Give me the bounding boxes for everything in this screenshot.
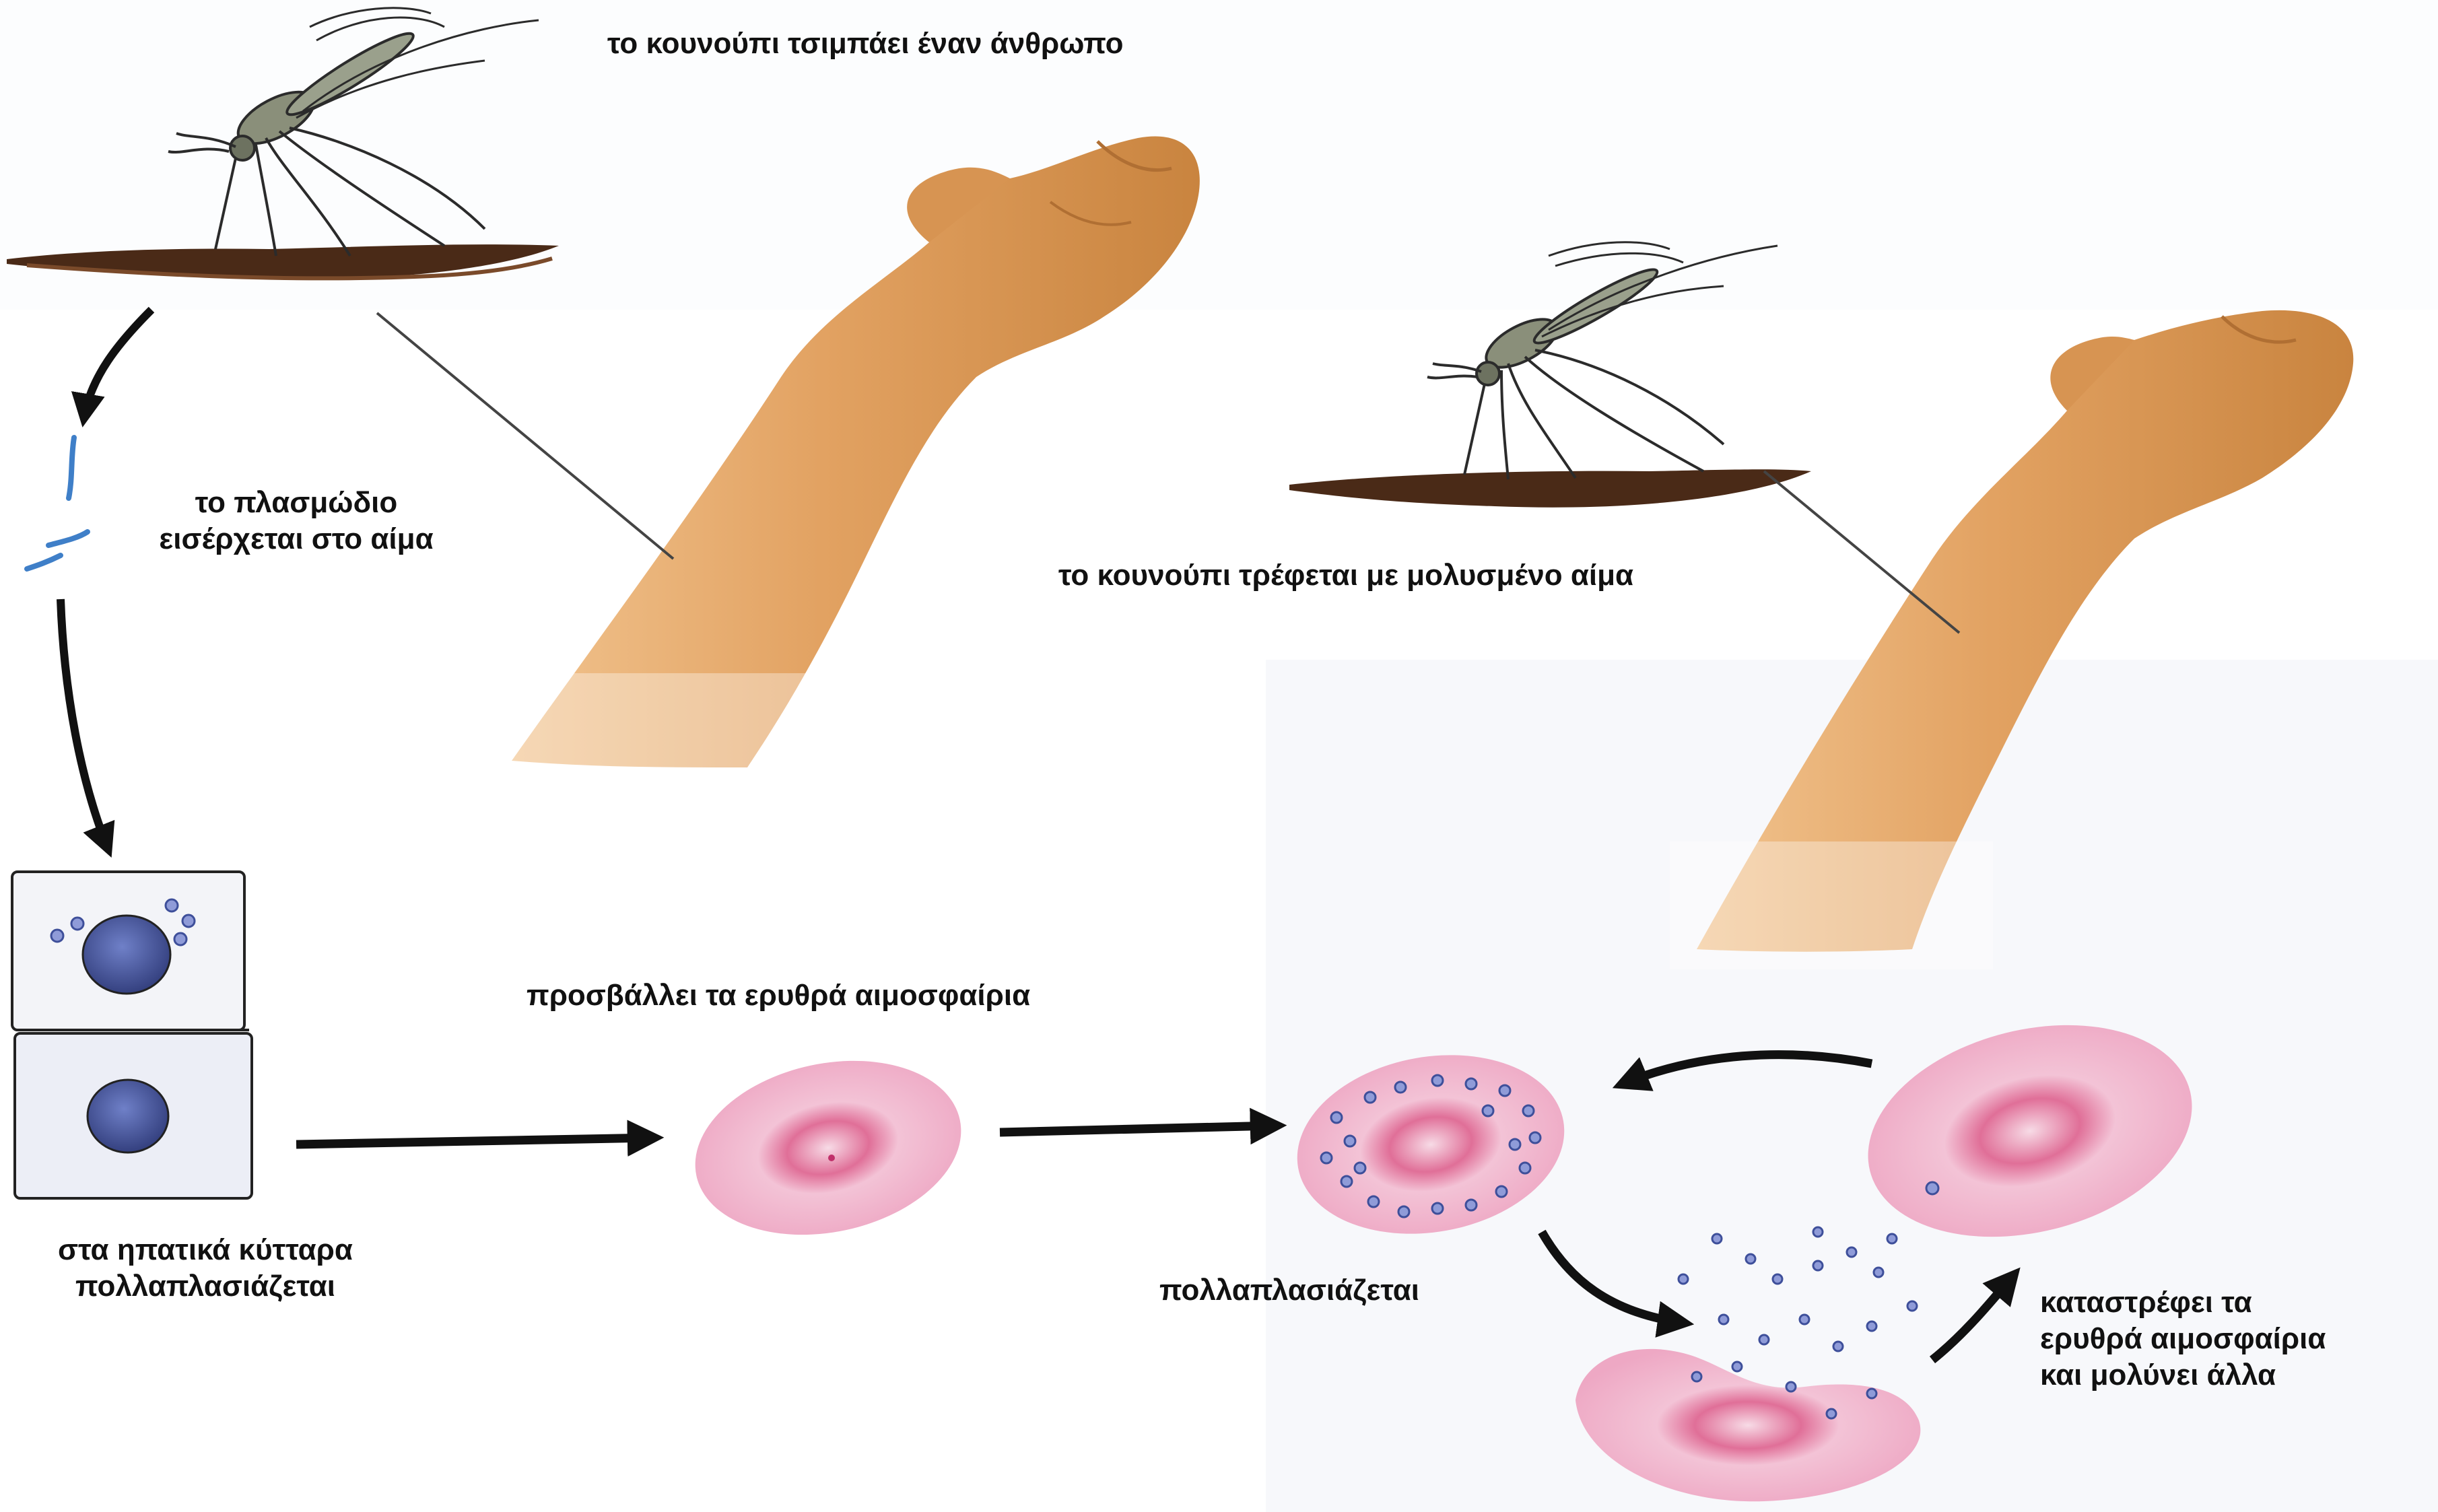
plasmodium-sporozoites [27,438,88,569]
label-liver-line1: στα ηπατικά κύτταρα [17,1232,394,1268]
label-plasmodium-enters: το πλασμώδιο εισέρχεται στο αίμα [94,485,498,557]
arrow-liver-to-rbc [296,1138,653,1144]
label-liver-line2: πολλαπλασιάζεται [17,1268,394,1305]
label-feeds-infected-blood: το κουνούπι τρέφεται με μολυσμένο αίμα [1058,557,1633,594]
skin-surface-right [1289,469,1811,507]
pointer-line-right [1764,471,1959,633]
liver-cells [12,872,252,1198]
label-plasmodium-enters-line1: το πλασμώδιο [94,485,498,521]
label-plasmodium-enters-line2: εισέρχεται στο αίμα [94,521,498,557]
label-destroys-line2: ερυθρά αιμοσφαίρια [2040,1321,2326,1357]
label-multiplies: πολλαπλασιάζεται [1159,1272,1419,1309]
label-liver-cells: στα ηπατικά κύτταρα πολλαπλασιάζεται [17,1232,394,1305]
label-destroys-line1: καταστρέφει τα [2040,1284,2326,1321]
label-destroys-line3: και μολύνει άλλα [2040,1357,2326,1394]
red-blood-cell-attacked [679,1037,977,1258]
label-attacks-red-cells: προσβάλλει τα ερυθρά αιμοσφαίρια [527,977,1030,1014]
arrow-bite-to-blood [84,310,151,417]
label-bite: το κουνούπι τσιμπάει έναν άνθρωπο [607,26,1124,62]
arrow-blood-to-liver [61,599,108,848]
arrow-rbc-to-multiply [1000,1126,1276,1132]
label-destroys: καταστρέφει τα ερυθρά αιμοσφαίρια και μο… [2040,1284,2326,1394]
